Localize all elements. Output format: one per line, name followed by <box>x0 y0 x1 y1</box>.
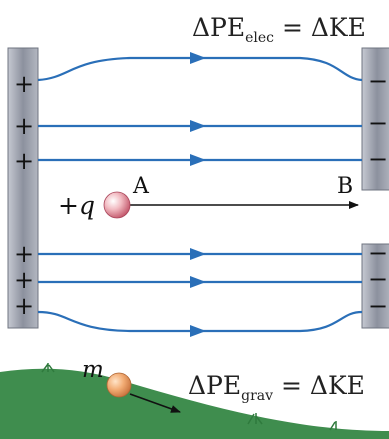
minus-sign: − <box>368 265 388 293</box>
field-arrowhead <box>190 325 206 337</box>
equation-grav: ΔPEgrav = ΔKE <box>188 371 365 404</box>
point-a-label: A <box>132 174 150 199</box>
equation-elec-lhs: ΔPE <box>192 13 245 42</box>
equation-elec: ΔPEelec = ΔKE <box>192 13 366 46</box>
mass-motion-arrow <box>129 393 181 413</box>
minus-sign: − <box>368 239 388 267</box>
charge-particle <box>103 191 131 219</box>
equation-elec-sub: elec <box>245 30 274 46</box>
mass-particle <box>106 372 132 398</box>
equation-grav-eq: = <box>273 371 310 400</box>
equation-elec-eq: = <box>274 13 311 42</box>
plus-sign: + <box>14 112 34 140</box>
plus-sign: + <box>14 266 34 294</box>
minus-sign: − <box>368 67 388 95</box>
minus-sign: − <box>368 145 388 173</box>
plus-sign: + <box>14 240 34 268</box>
right-plate-upper <box>361 47 389 191</box>
field-line <box>37 56 363 82</box>
plus-sign: + <box>14 70 34 98</box>
field-arrowhead <box>190 120 206 132</box>
field-arrowhead <box>190 52 206 64</box>
minus-sign: − <box>368 109 388 137</box>
point-b-label: B <box>337 174 353 199</box>
field-arrowhead <box>190 276 206 288</box>
grass-tufts <box>41 363 337 431</box>
equation-grav-sub: grav <box>241 388 273 404</box>
grass-tuft <box>41 363 55 373</box>
field-arrowhead <box>190 154 206 166</box>
field-line <box>37 310 363 333</box>
minus-sign: − <box>368 292 388 320</box>
right-plate-signs: − − − − − − <box>368 67 388 320</box>
left-plate <box>7 47 39 329</box>
left-plate-signs: + + + + + + <box>14 70 34 320</box>
mass-label: m <box>82 357 104 383</box>
equation-grav-lhs: ΔPE <box>188 371 241 400</box>
charge-label: +q <box>58 191 95 220</box>
equation-elec-rhs: ΔKE <box>311 13 366 42</box>
plus-sign: + <box>14 147 34 175</box>
field-arrowheads <box>190 52 206 337</box>
right-plate-lower <box>361 243 389 329</box>
grass-tuft <box>329 421 337 431</box>
ground-slope <box>0 368 389 439</box>
grass-tuft <box>247 413 263 425</box>
equation-grav-rhs: ΔKE <box>310 371 365 400</box>
plus-sign: + <box>14 292 34 320</box>
field-arrowhead <box>190 248 206 260</box>
